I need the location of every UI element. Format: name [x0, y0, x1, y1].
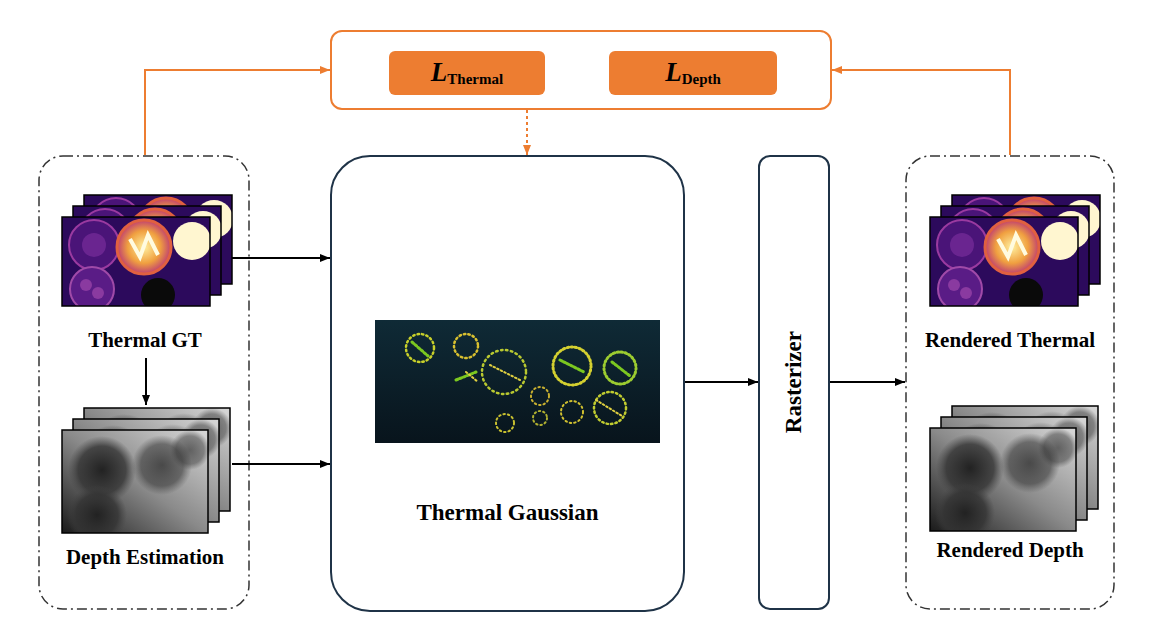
loss-subscript: Thermal — [447, 71, 503, 88]
connector-arrow — [145, 358, 147, 405]
image-stack: Thermal GT — [50, 190, 240, 358]
connector-arrow — [832, 70, 1010, 155]
connector-arrow — [232, 257, 330, 259]
input-group: Thermal GT Depth Estimation — [38, 155, 250, 610]
image-stack: Depth Estimation — [50, 405, 240, 573]
vertical-label: Rasterizer — [781, 331, 807, 433]
dashed-outline — [38, 155, 250, 610]
node-label: Thermal Gaussian — [416, 500, 598, 526]
connector-arrow — [830, 381, 905, 383]
connector-arrow — [232, 463, 330, 465]
node-label: Depth Estimation — [66, 545, 224, 570]
output-group: Rendered ThermalRendered Depth — [905, 155, 1115, 610]
loss-box: LDepth — [609, 51, 777, 95]
image-stack: Rendered Depth — [905, 400, 1115, 568]
node-label: Rendered Thermal — [925, 328, 1095, 353]
loss-symbol: L — [431, 57, 448, 88]
loss-subscript: Depth — [682, 71, 721, 88]
loss-group: LThermalLDepth — [330, 30, 832, 110]
connector-arrow — [145, 70, 330, 155]
connector-arrow — [685, 381, 758, 383]
loss-box: LThermal — [389, 51, 545, 95]
dashed-outline-rect — [906, 156, 1114, 609]
rasterizer-box: Rasterizer — [758, 155, 830, 610]
node-label: Thermal GT — [88, 328, 202, 353]
dashed-outline-rect — [39, 156, 249, 609]
loss-symbol: L — [665, 57, 682, 88]
node-label: Rendered Depth — [936, 538, 1083, 563]
connector-arrow — [526, 110, 528, 155]
image-stack: Rendered Thermal — [905, 190, 1115, 358]
model-box: Thermal Gaussian — [330, 155, 685, 612]
